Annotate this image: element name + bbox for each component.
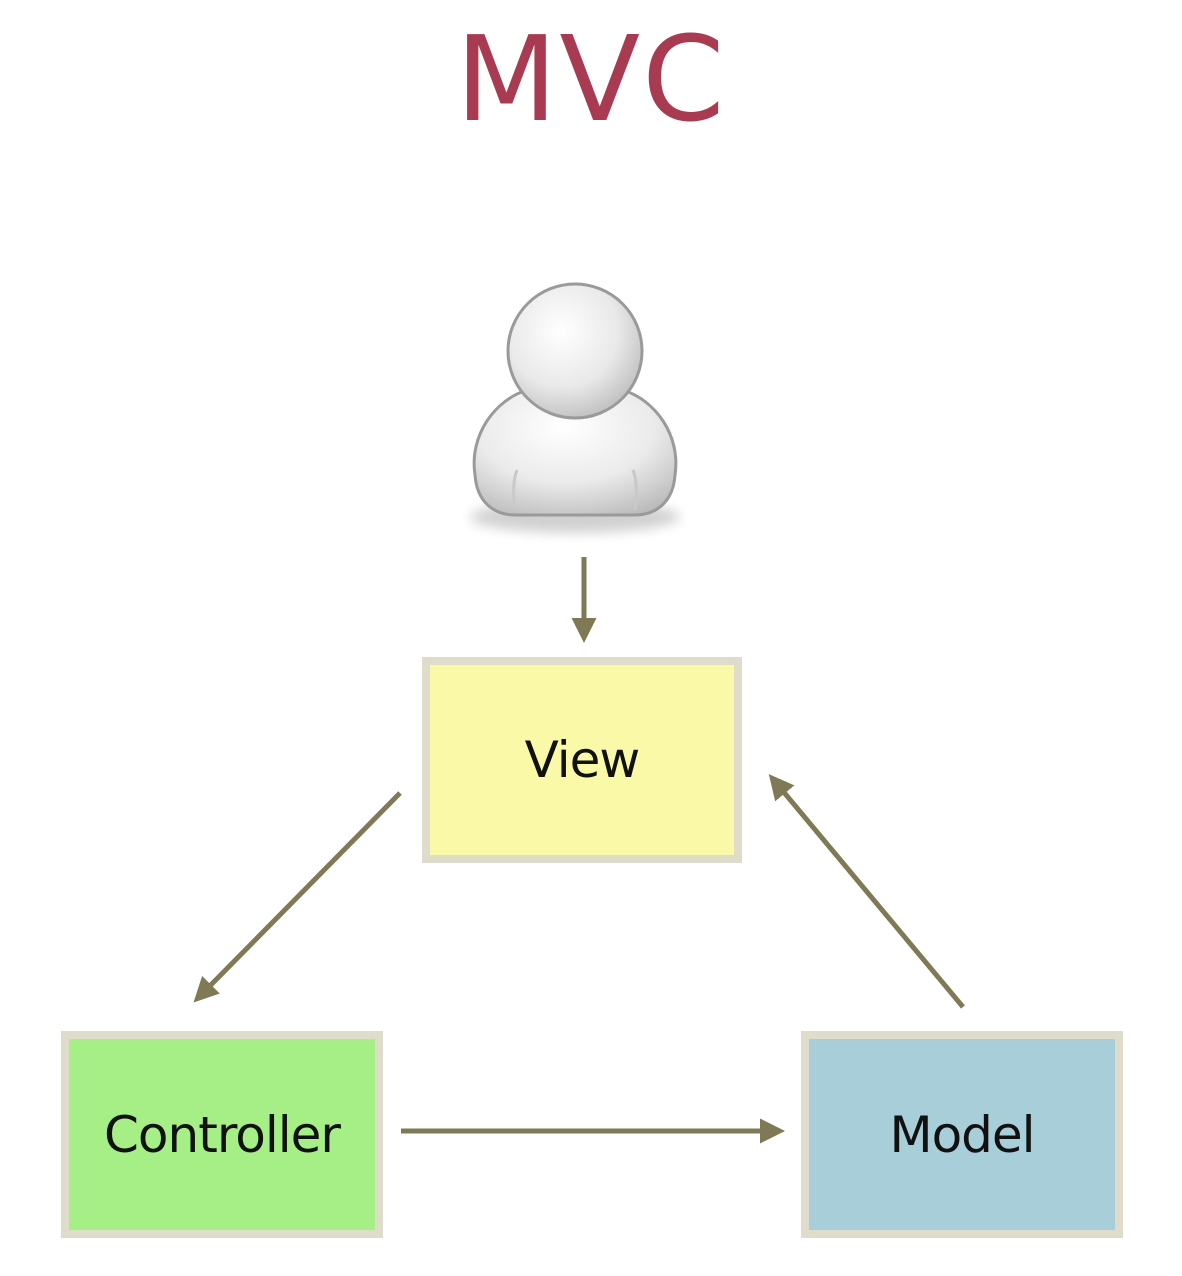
controller-label: Controller <box>104 1105 341 1164</box>
view-box: View <box>422 657 742 863</box>
user-icon <box>470 282 680 533</box>
controller-box: Controller <box>61 1031 383 1238</box>
diagram-title: MVC <box>455 10 727 148</box>
arrow-view-to-controller <box>193 791 402 1003</box>
view-label: View <box>524 731 641 789</box>
model-label: Model <box>889 1105 1035 1164</box>
arrow-model-to-view <box>768 774 965 1009</box>
model-box: Model <box>801 1031 1123 1238</box>
